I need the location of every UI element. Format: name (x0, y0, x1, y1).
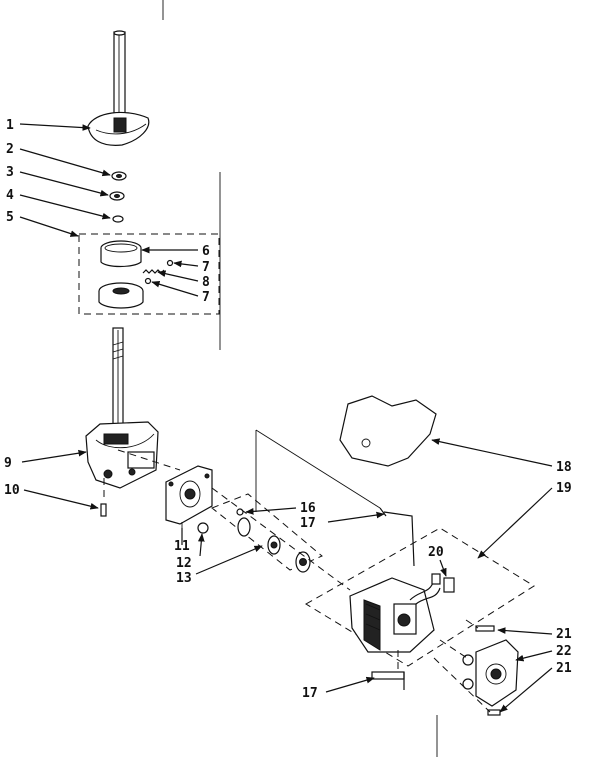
switch-20 (431, 573, 455, 593)
callout-6: 6 (202, 244, 210, 259)
cover-22 (462, 639, 519, 707)
gearcase-9 (85, 421, 159, 489)
brake-band-6 (100, 240, 142, 268)
callout-18: 18 (556, 460, 572, 475)
rod-17 (379, 507, 415, 567)
callout-3: 3 (6, 165, 14, 180)
mounting-plate (165, 465, 213, 525)
cam-part-1 (87, 111, 150, 146)
pulley-parts-13 (211, 493, 323, 573)
callout-1: 1 (6, 118, 14, 133)
callout-22: 22 (556, 644, 572, 659)
transmission-shaft (112, 327, 124, 434)
callout-12: 12 (176, 556, 192, 571)
callout-19: 19 (556, 481, 572, 496)
callout-17-lower: 17 (302, 686, 318, 701)
callout-20: 20 (428, 545, 444, 560)
motor (349, 577, 441, 653)
callout-7-lower: 7 (202, 290, 210, 305)
nut-12 (197, 522, 209, 534)
callout-5: 5 (6, 210, 14, 225)
brake-drum (98, 282, 144, 309)
callout-8: 8 (202, 275, 210, 290)
spring-8 (142, 259, 174, 285)
screw-21-lower (487, 709, 501, 716)
callout-21-lower: 21 (556, 661, 572, 676)
callout-9: 9 (4, 456, 12, 471)
callout-7-upper: 7 (202, 260, 210, 275)
gasket-18 (339, 395, 437, 467)
screw-21-upper (475, 625, 495, 632)
bolt-10 (100, 503, 107, 517)
callout-17-upper: 17 (300, 516, 316, 531)
callout-4: 4 (6, 188, 14, 203)
clip-16 (236, 508, 244, 516)
motor-group-box (305, 527, 535, 667)
callout-10: 10 (4, 483, 20, 498)
washer-4 (112, 215, 124, 223)
callout-2: 2 (6, 142, 14, 157)
bracket-17 (371, 671, 405, 690)
callout-16: 16 (300, 501, 316, 516)
callout-11: 11 (174, 539, 190, 554)
callout-13: 13 (176, 571, 192, 586)
brake-assembly-group-box (78, 233, 220, 315)
callout-21-upper: 21 (556, 627, 572, 642)
leader-lines (19, 123, 553, 713)
